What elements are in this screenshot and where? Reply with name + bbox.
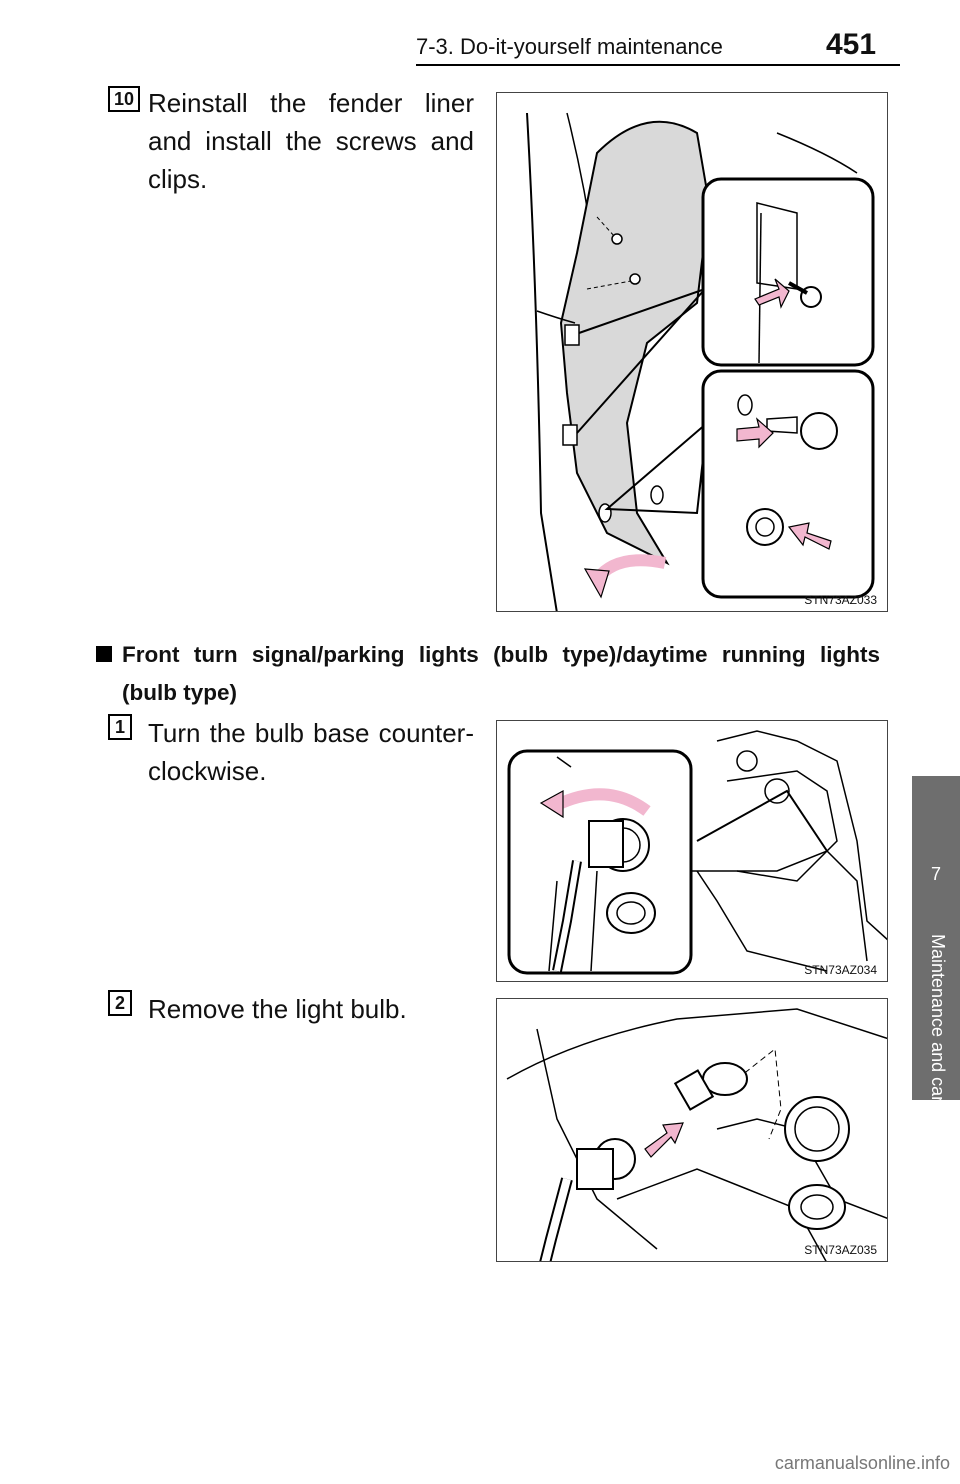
rotate-arrow: [554, 788, 651, 816]
fender-liner-figure: STN73AZ033: [496, 92, 888, 612]
fender-liner: [559, 120, 711, 566]
square-bullet-icon: [96, 646, 112, 662]
page-number: 451: [826, 28, 877, 61]
bulb-base-figure: STN73AZ034: [496, 720, 888, 982]
chapter-number: 7: [930, 864, 941, 884]
step-instruction: Reinstall the fender liner and install t…: [148, 88, 474, 194]
light-bulb-figure: STN73AZ035: [496, 998, 888, 1262]
step-number-badge: 10: [108, 86, 140, 112]
chapter-name: Maintenance and care: [928, 934, 948, 1113]
figure-code: STN73AZ034: [804, 963, 877, 977]
figure-code: STN73AZ035: [804, 1243, 877, 1257]
page-header: 7-3. Do-it-yourself maintenance 451: [0, 0, 960, 66]
header-rule: [416, 64, 900, 66]
figure-code: STN73AZ033: [804, 593, 877, 607]
watermark: carmanualsonline.info: [774, 1453, 950, 1473]
section-heading: Front turn signal/parking lights (bulb t…: [96, 636, 880, 712]
section-title: 7-3. Do-it-yourself maintenance: [416, 34, 723, 59]
step-number-badge: 2: [108, 990, 132, 1016]
step-instruction: Remove the light bulb.: [148, 994, 407, 1024]
step-number-badge: 1: [108, 714, 132, 740]
step-instruction: Turn the bulb base counter-clockwise.: [148, 718, 474, 786]
chapter-tab[interactable]: 7 Maintenance and care: [912, 776, 960, 1112]
